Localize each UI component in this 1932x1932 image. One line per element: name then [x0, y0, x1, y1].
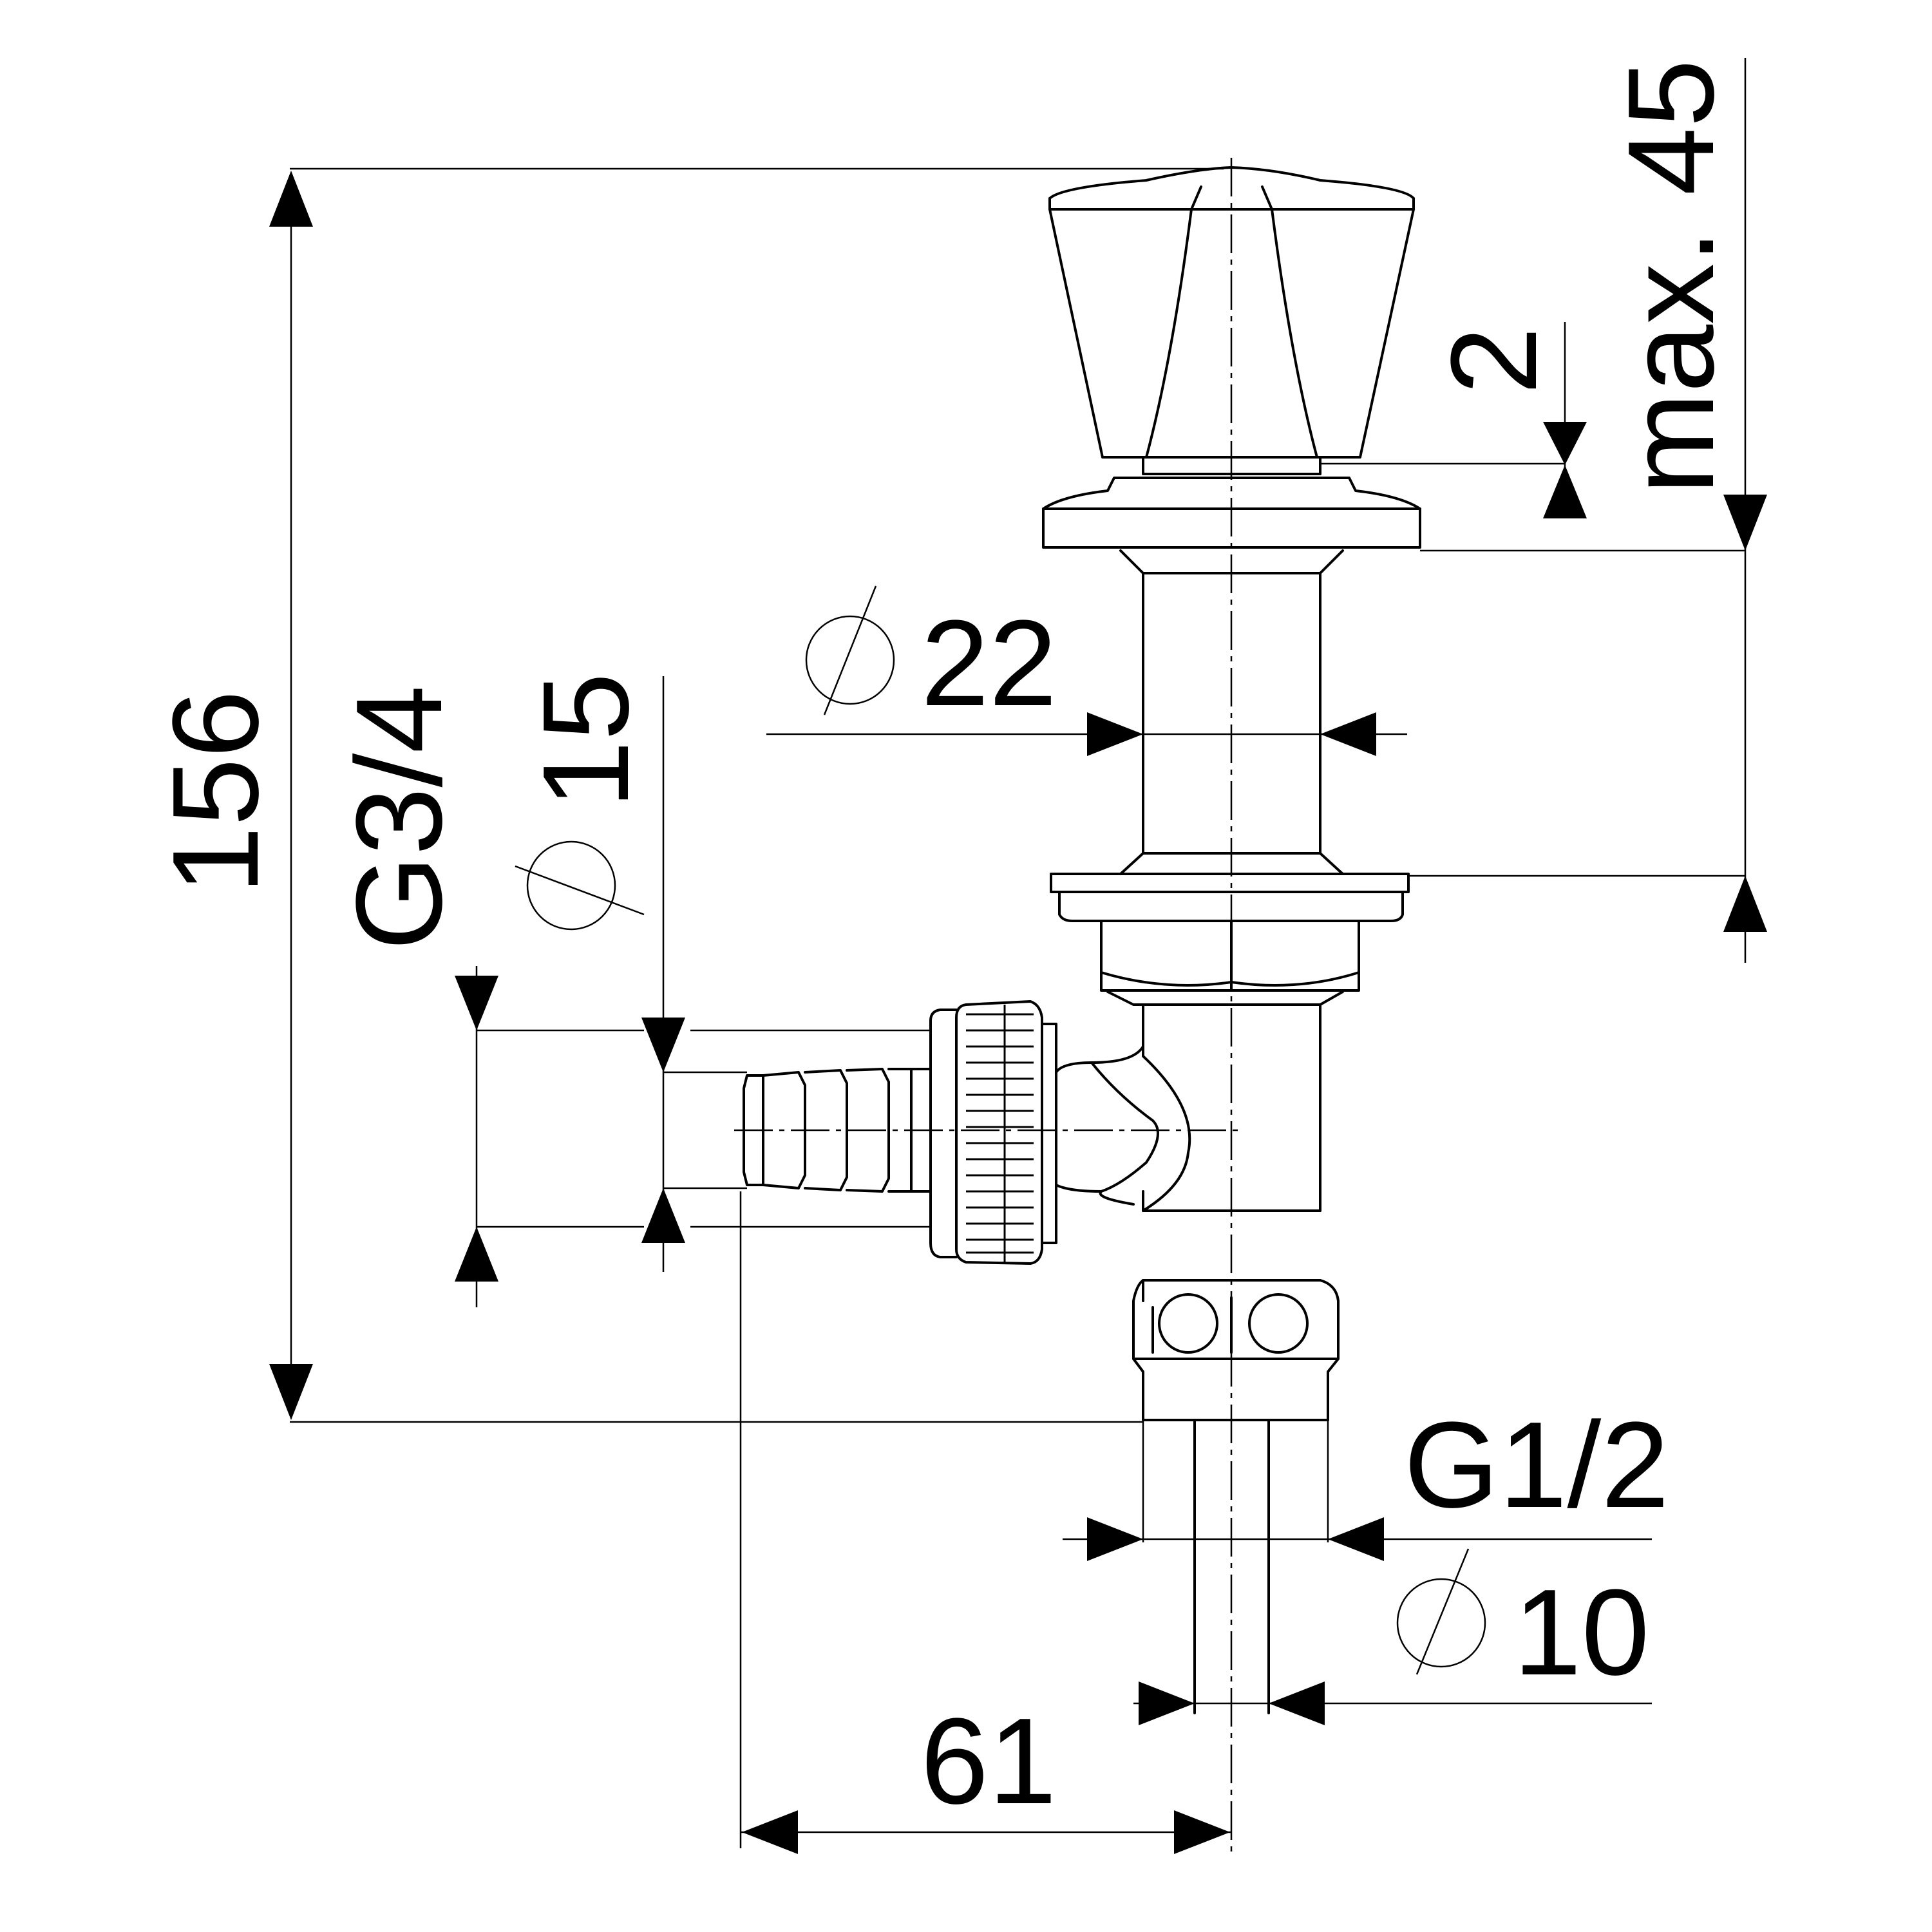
dim-knob-gap: 2 [1426, 327, 1562, 395]
knurl-lines [966, 1005, 1034, 1262]
diameter-icon [515, 840, 645, 931]
flange [1050, 873, 1410, 893]
arrow-156-top [269, 171, 313, 227]
diameter-icon [805, 585, 895, 715]
diameter-icon [1396, 1548, 1486, 1675]
rosette [1042, 477, 1421, 549]
dim-stem-diameter: 22 [921, 595, 1057, 732]
dim-thread-inlet: G3/4 [331, 685, 468, 951]
arrow-156-bottom [269, 1364, 313, 1420]
dim-overall-height: 156 [147, 690, 284, 894]
outlet-nut [1132, 1279, 1340, 1421]
dim-outlet-diameter: 10 [1513, 1564, 1649, 1701]
knob-top [1048, 166, 1415, 200]
valve-body [734, 158, 1421, 1855]
dim-outlet-thread: G1/2 [1404, 1397, 1669, 1533]
dim-escutcheon-depth: max. 45 [1603, 59, 1739, 495]
coupling-nut [955, 1000, 1043, 1265]
dim-offset: 61 [920, 1693, 1056, 1830]
dim-hose-diameter: 15 [518, 672, 654, 808]
dimension-lines [269, 58, 1767, 1854]
